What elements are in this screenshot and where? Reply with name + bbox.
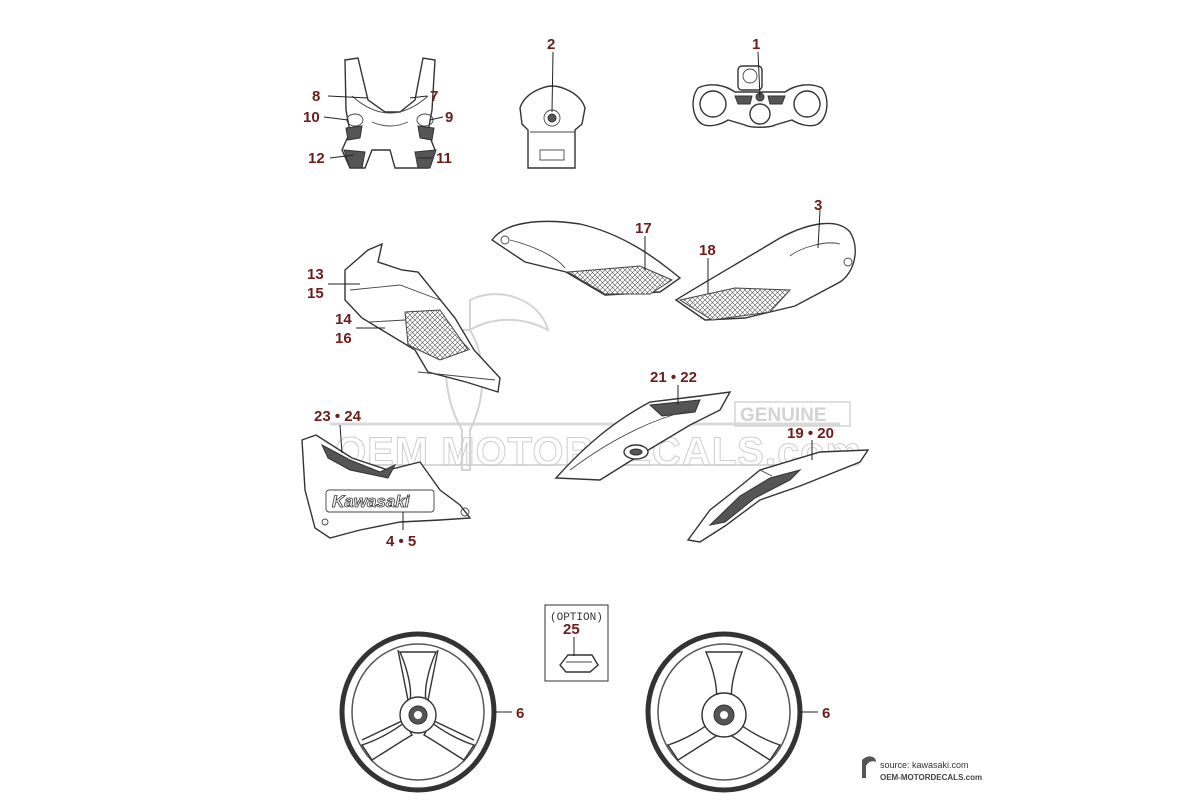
callout-12: 12	[308, 150, 325, 167]
top-bridge-part	[692, 65, 828, 128]
callout-18: 18	[699, 242, 716, 259]
callout-10: 10	[303, 109, 320, 126]
callout-15: 15	[307, 285, 324, 302]
source-label: source: kawasaki.com	[880, 760, 969, 770]
rear-wheel-part	[645, 631, 803, 793]
front-fairing-part	[341, 57, 437, 169]
callout-17: 17	[635, 220, 652, 237]
callout-14: 14	[335, 311, 352, 328]
callout-6-rear: 6	[822, 705, 830, 722]
callout-7: 7	[430, 88, 438, 105]
callout-25: 25	[563, 621, 580, 638]
source-credit: source: kawasaki.com OEM-MOTORDECALS.com	[862, 756, 982, 782]
tank-cover-right-part	[674, 222, 856, 321]
callout-23-24: 23 • 24	[314, 408, 362, 425]
seat-cowl-part	[554, 391, 732, 481]
leader-lines	[323, 51, 821, 713]
callout-16: 16	[335, 330, 352, 347]
callout-19-20: 19 • 20	[787, 425, 834, 442]
callout-13: 13	[307, 266, 324, 283]
inner-cowl-part	[519, 85, 586, 169]
callout-9: 9	[445, 109, 453, 126]
watermark-badge-text: GENUINE	[740, 405, 827, 426]
front-wheel-part	[339, 631, 497, 793]
callout-8: 8	[312, 88, 320, 105]
callout-1: 1	[752, 36, 760, 53]
tank-cover-left-part	[491, 220, 682, 296]
lower-fairing-part: Kawasaki	[301, 434, 472, 539]
callout-4-5: 4 • 5	[386, 533, 416, 550]
callout-3: 3	[814, 197, 822, 214]
tail-section-part	[686, 449, 870, 543]
callout-numbers: 1 2 3 7 8 9 10 11 12 13 15 14 16 17 18 2…	[303, 36, 834, 722]
callout-6-front: 6	[516, 705, 524, 722]
callout-11: 11	[436, 150, 452, 167]
callout-21-22: 21 • 22	[650, 369, 697, 386]
lower-fairing-logo: Kawasaki	[332, 492, 411, 511]
side-fairing-upper-part	[344, 242, 501, 393]
source-brand: OEM-MOTORDECALS.com	[880, 773, 982, 782]
callout-2: 2	[547, 36, 555, 53]
option-label: (OPTION)	[550, 612, 603, 624]
option-box: (OPTION)	[544, 604, 609, 682]
